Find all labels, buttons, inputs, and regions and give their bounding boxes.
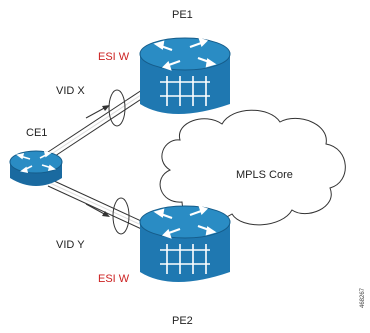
pe2-router-icon: [139, 205, 231, 282]
pe1-esi-label: ESI W: [98, 51, 130, 63]
upper-link-bundle-icon: [108, 89, 126, 127]
lower-link-bundle-icon: [112, 197, 130, 235]
lower-vid-label: VID Y: [56, 239, 85, 251]
lower-arrow-icon: [85, 203, 110, 217]
pe1-label: PE1: [172, 9, 193, 21]
upper-vid-label: VID X: [56, 85, 85, 97]
ce1-router-icon: [9, 150, 63, 186]
pe2-label: PE2: [172, 315, 193, 327]
lower-link: [47, 179, 153, 233]
pe1-router-icon: [139, 37, 231, 114]
ce1-label: CE1: [26, 127, 48, 139]
figure-id: 468267: [360, 287, 366, 308]
mpls-core-label: MPLS Core: [236, 169, 293, 181]
pe2-esi-label: ESI W: [98, 273, 130, 285]
upper-arrow-icon: [85, 105, 110, 119]
mpls-cloud-icon: [159, 109, 346, 226]
upper-link: [47, 85, 153, 159]
